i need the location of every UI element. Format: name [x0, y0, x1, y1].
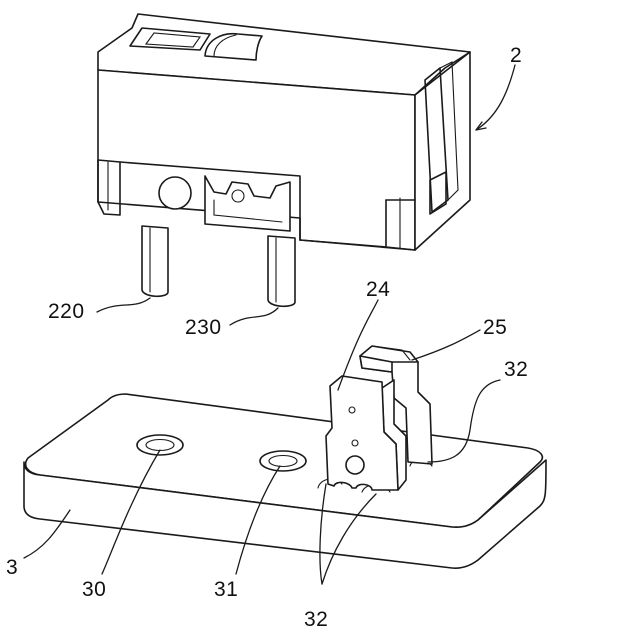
label-tab-25: 25: [483, 316, 507, 339]
label-base-3: 3: [6, 556, 18, 579]
label-terminal-230: 230: [185, 316, 222, 339]
label-slot-32-lower: 32: [304, 608, 328, 631]
terminal-tab-24: [326, 376, 406, 490]
micro-switch-body: [98, 14, 470, 250]
label-slot-32-upper: 32: [504, 358, 528, 381]
label-switch-2: 2: [510, 44, 522, 67]
label-terminal-220: 220: [48, 300, 85, 323]
label-hole-31: 31: [214, 578, 238, 601]
terminal-pins: [142, 226, 295, 306]
label-hole-30: 30: [82, 578, 106, 601]
base-plate: [24, 394, 546, 568]
label-tab-24: 24: [366, 278, 390, 301]
